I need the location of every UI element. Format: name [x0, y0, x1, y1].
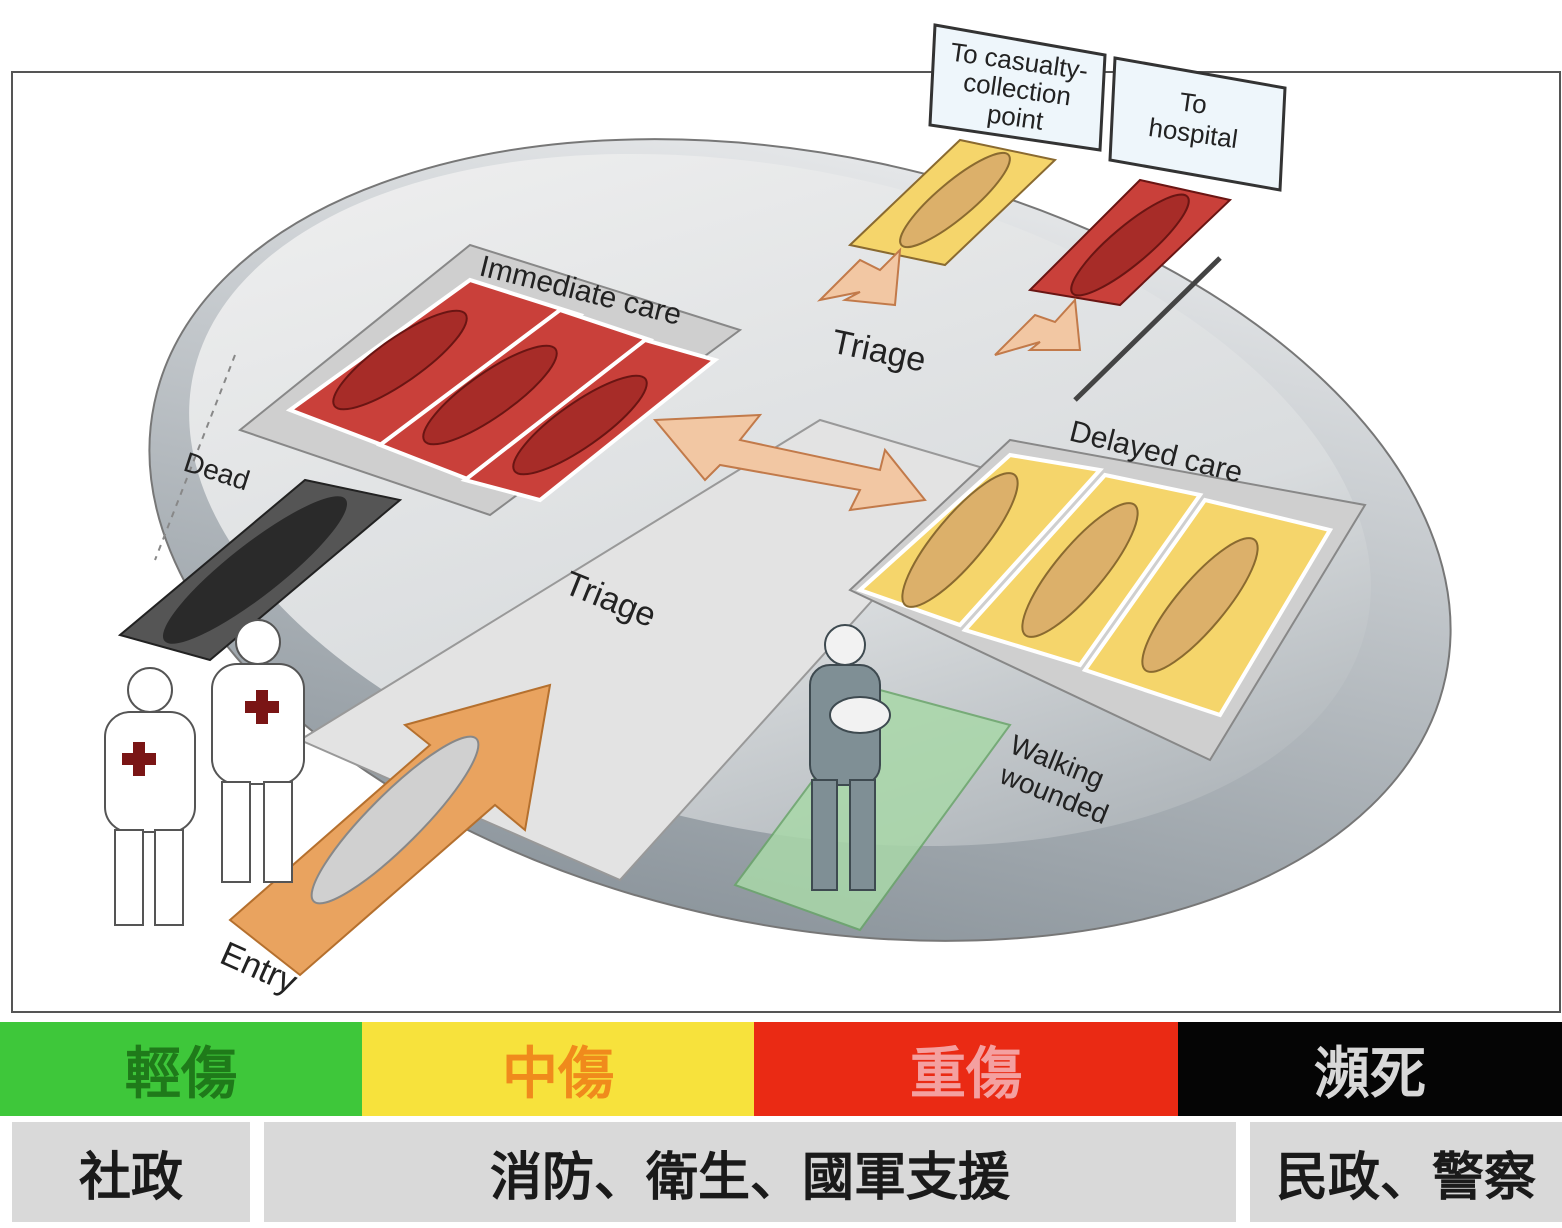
casualty-collection-sign: To casualty- collection point [928, 23, 1107, 152]
severity-dying: 瀕死 [1178, 1022, 1562, 1116]
severity-moderate: 中傷 [362, 1022, 754, 1116]
red-cross-icon [122, 690, 279, 776]
rescuer-figures [104, 619, 305, 926]
hospital-sign-line1: To [1178, 86, 1209, 120]
hospital-patient [1070, 193, 1190, 297]
arrow-to-hospital [994, 297, 1082, 356]
triage-diagram: To casualty- collection point To hospita… [11, 23, 1561, 1013]
divider-line [1073, 256, 1222, 402]
divider-line [154, 354, 236, 561]
delayed-care-patients [901, 472, 1259, 673]
arrow-to-casualty-point [816, 247, 902, 307]
hospital-sign: To hospital [1108, 56, 1287, 192]
support-civil-police: 民政、警察 [1250, 1122, 1562, 1222]
support-row: 社政 消防、衛生、國軍支援 民政、警察 [0, 1122, 1562, 1222]
severity-minor: 輕傷 [0, 1022, 362, 1116]
dead-body [162, 496, 348, 644]
entry-patient [310, 735, 480, 905]
support-social-affairs: 社政 [12, 1122, 250, 1222]
severity-severe: 重傷 [754, 1022, 1178, 1116]
casualty-collection-patient [899, 151, 1011, 249]
immediate-care-patients [332, 309, 648, 476]
severity-band: 輕傷 中傷 重傷 瀕死 [0, 1022, 1562, 1116]
walking-wounded-person [809, 624, 891, 891]
support-fire-health-military: 消防、衛生、國軍支援 [264, 1122, 1236, 1222]
two-way-arrow [652, 413, 927, 512]
